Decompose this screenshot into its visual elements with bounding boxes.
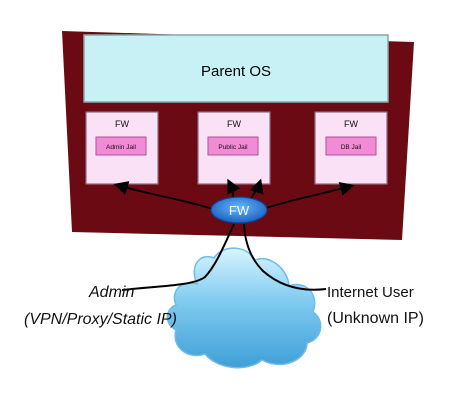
admin-label: Admin bbox=[88, 284, 134, 301]
central-firewall-label: FW bbox=[229, 203, 250, 218]
jail-fw-label: FW bbox=[227, 119, 241, 129]
parent-os-panel bbox=[83, 34, 389, 103]
central-firewall bbox=[210, 196, 268, 224]
admin-connection-line bbox=[121, 223, 235, 291]
jail-badge bbox=[95, 136, 147, 156]
jail-badge bbox=[325, 136, 377, 156]
jail-box-admin: FW Admin Jail bbox=[85, 111, 159, 185]
internet-user-access-label: (Unknown IP) bbox=[327, 310, 424, 327]
internet-user-connection-line bbox=[243, 223, 327, 291]
jail-fw-label: FW bbox=[344, 119, 358, 129]
jail-name-label: Public Jail bbox=[218, 144, 248, 151]
jail-box-public: FW Public Jail bbox=[197, 111, 271, 185]
jail-fw-label: FW bbox=[115, 119, 129, 129]
firewall-to-db-jail-line bbox=[259, 181, 355, 211]
internet-cloud bbox=[166, 247, 322, 369]
jail-box-db: FW DB Jail bbox=[314, 111, 388, 185]
internet-user-label: Internet User bbox=[327, 284, 414, 301]
parent-os-label: Parent OS bbox=[201, 63, 271, 80]
jail-name-label: Admin Jail bbox=[106, 144, 137, 151]
firewall-to-admin-jail-line bbox=[113, 181, 217, 211]
jail-name-label: DB Jail bbox=[341, 144, 362, 151]
jail-badge bbox=[207, 136, 259, 156]
admin-access-label: (VPN/Proxy/Static IP) bbox=[24, 311, 177, 328]
